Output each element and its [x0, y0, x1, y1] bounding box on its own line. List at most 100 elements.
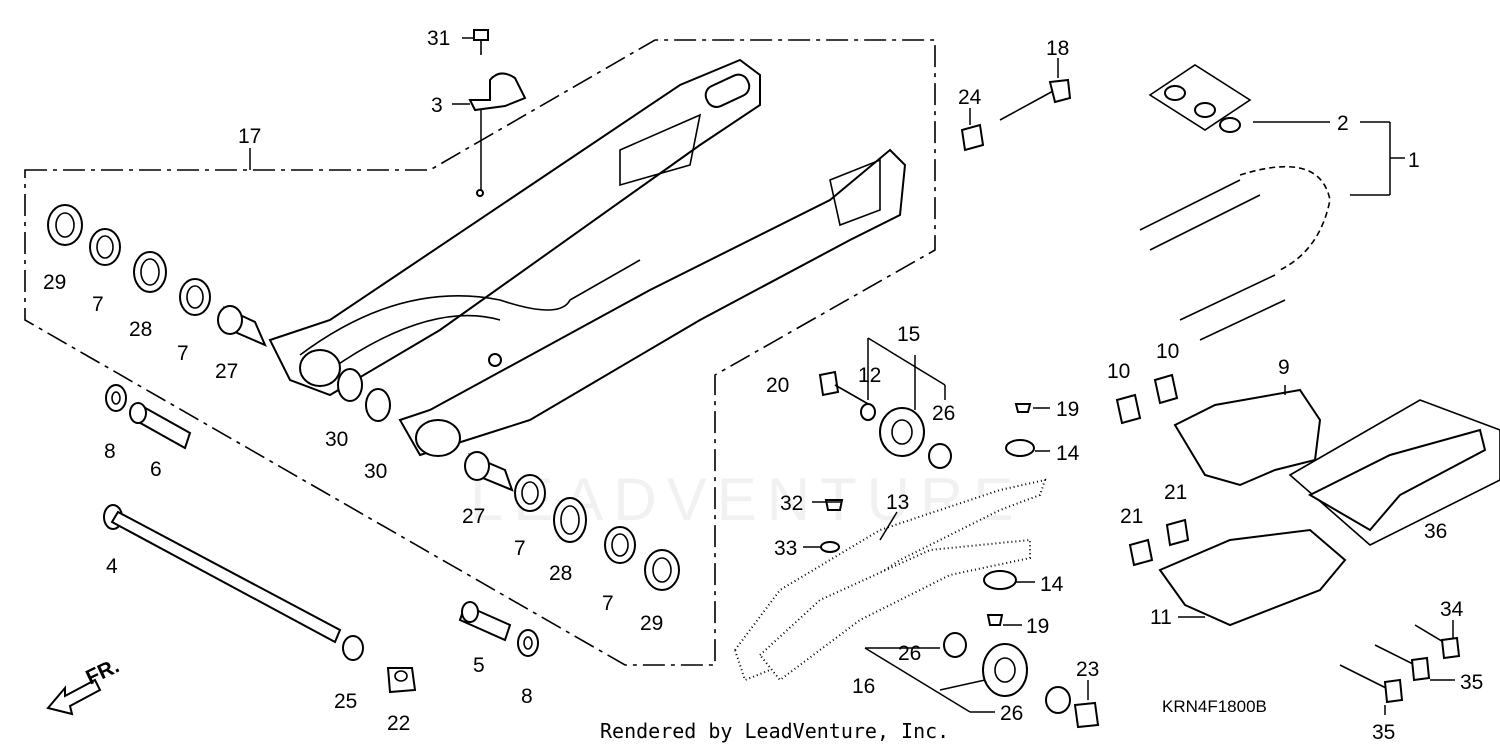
callout-35-a: 35	[1460, 671, 1483, 694]
part-30-bearings	[337, 368, 391, 422]
callout-21-a: 21	[1120, 505, 1143, 528]
part-26-bearing-c	[1045, 686, 1071, 714]
callout-27-a: 27	[215, 360, 238, 383]
callout-10-b: 10	[1156, 340, 1179, 363]
part-7-washer-b	[179, 278, 211, 316]
callout-4: 4	[106, 555, 118, 578]
callout-30-a: 30	[325, 428, 348, 451]
callout-36: 36	[1424, 520, 1447, 543]
callout-9: 9	[1278, 356, 1290, 379]
callout-29-a: 29	[43, 271, 66, 294]
part-31-screw	[473, 29, 489, 55]
callout-19-a: 19	[1056, 398, 1079, 421]
leader-lines	[249, 37, 1455, 715]
callout-12: 12	[858, 364, 881, 387]
part-28-bearing-right	[553, 497, 587, 543]
part-19-screw-b	[986, 614, 1004, 626]
callout-35-b: 35	[1372, 721, 1395, 744]
part-16-roller	[982, 643, 1028, 697]
callout-7-c: 7	[514, 537, 526, 560]
part-2-chain-link-kit	[1148, 64, 1252, 133]
callout-28-b: 28	[549, 562, 572, 585]
callout-24: 24	[958, 86, 982, 109]
part-35-bolts	[1339, 644, 1431, 704]
callout-29-b: 29	[640, 612, 663, 635]
part-13-chain-slider	[733, 478, 1047, 682]
part-3-clamp	[468, 72, 527, 190]
part-14-rubber-a	[1005, 439, 1035, 457]
part-14-rubber-b	[983, 570, 1017, 590]
part-21-nuts	[1128, 518, 1190, 567]
callout-1: 1	[1408, 149, 1420, 172]
callout-7-b: 7	[177, 342, 189, 365]
part-7-washer-d	[604, 526, 636, 564]
part-26-bearing-a	[928, 443, 952, 469]
callout-10-a: 10	[1107, 360, 1130, 383]
callout-7-d: 7	[602, 592, 614, 615]
part-4-pivot-bolt	[103, 504, 342, 644]
part-25-washer	[342, 635, 364, 661]
callout-26-c: 26	[1000, 702, 1023, 725]
part-26-bearing-b	[943, 632, 967, 658]
part-10-collar-a	[1115, 393, 1142, 425]
part-29-seal-left	[47, 204, 83, 246]
part-27-bushing-right	[464, 451, 514, 492]
callout-21-b: 21	[1164, 481, 1187, 504]
callout-26-b: 26	[898, 642, 921, 665]
part-8-washer-left	[105, 384, 127, 412]
part-36-guide-slider	[1288, 399, 1500, 546]
callout-28-a: 28	[129, 318, 152, 341]
callout-labels: 1 2 3 4 5 6 7 7 7 7 8 8 9 10 10 11 12 13…	[43, 27, 1483, 744]
callout-20: 20	[766, 374, 789, 397]
callout-8-b: 8	[521, 685, 533, 708]
part-10-collar-b	[1153, 373, 1179, 405]
footer-credit: Rendered by LeadVenture, Inc.	[600, 719, 949, 743]
part-8-washer-right	[517, 629, 539, 657]
part-11-guide-plate	[1158, 528, 1347, 627]
callout-32: 32	[780, 492, 803, 515]
part-24-nut	[960, 123, 985, 152]
part-15-roller	[879, 407, 925, 457]
part-20-bolt	[818, 370, 871, 406]
callout-31: 31	[427, 27, 450, 50]
callout-3: 3	[431, 94, 443, 117]
part-1-drive-chain	[1139, 165, 1331, 341]
part-6-collar	[129, 402, 192, 450]
front-direction-arrow: FR.	[46, 654, 123, 716]
callout-7-a: 7	[92, 293, 104, 316]
callout-5: 5	[473, 654, 485, 677]
callout-6: 6	[150, 458, 162, 481]
part-33-washer	[820, 541, 840, 553]
callout-30-b: 30	[364, 460, 387, 483]
part-28-bearing-left	[133, 251, 167, 293]
part-27-bushing-left	[217, 305, 267, 347]
part-18-bolt	[999, 78, 1072, 121]
callout-34: 34	[1440, 598, 1464, 621]
callout-25: 25	[334, 690, 357, 713]
callout-16: 16	[852, 675, 875, 698]
callout-27-b: 27	[462, 505, 485, 528]
part-29-seal-right	[644, 549, 680, 591]
diagram-code: KRN4F1800B	[1162, 697, 1267, 716]
callout-15: 15	[897, 323, 920, 346]
callout-8-a: 8	[104, 440, 116, 463]
part-7-washer-a	[89, 228, 121, 266]
callout-26-a: 26	[932, 402, 955, 425]
callout-14-b: 14	[1040, 573, 1064, 596]
part-23-nut	[1073, 701, 1100, 729]
callout-11: 11	[1150, 606, 1172, 629]
part-12-collar	[860, 403, 876, 421]
part-7-washer-c	[514, 474, 546, 512]
callout-22: 22	[387, 712, 410, 735]
callout-13: 13	[886, 491, 909, 514]
part-19-screw-a	[1014, 403, 1032, 413]
assembly-boundary	[24, 39, 936, 666]
part-5-collar	[458, 601, 512, 642]
callout-17: 17	[238, 125, 261, 148]
part-34-bolt	[1414, 624, 1461, 660]
callout-23: 23	[1076, 658, 1099, 681]
callout-33: 33	[774, 537, 797, 560]
callout-19-b: 19	[1026, 615, 1049, 638]
part-22-nut	[386, 667, 417, 694]
